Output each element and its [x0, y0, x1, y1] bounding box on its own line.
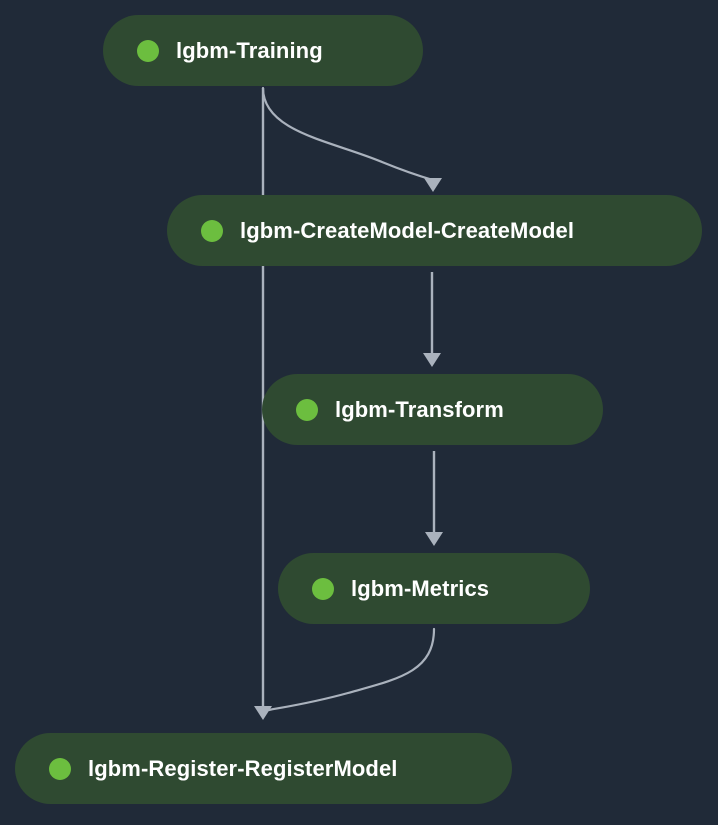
graph-node-label: lgbm-CreateModel-CreateModel: [240, 217, 575, 243]
graph-node-label: lgbm-Training: [176, 37, 323, 63]
arrowhead-register-model: [254, 706, 272, 720]
arrowhead-create-model: [424, 178, 442, 192]
graph-node-metrics[interactable]: lgbm-Metrics: [278, 553, 590, 624]
arrowhead-transform: [423, 353, 441, 367]
graph-node-register-model[interactable]: lgbm-Register-RegisterModel: [15, 733, 512, 804]
graph-node-label: lgbm-Metrics: [351, 575, 490, 601]
status-dot-green-icon: [312, 577, 334, 600]
status-dot-green-icon: [201, 219, 223, 242]
graph-node-label: lgbm-Transform: [335, 396, 504, 422]
graph-node-transform[interactable]: lgbm-Transform: [262, 374, 603, 445]
status-dot-green-icon: [49, 757, 71, 780]
arrowhead-metrics: [425, 532, 443, 546]
graph-node-training[interactable]: lgbm-Training: [103, 15, 423, 86]
status-dot-green-icon: [137, 39, 159, 62]
edge-training-to-create-model: [261, 86, 435, 182]
graph-node-create-model[interactable]: lgbm-CreateModel-CreateModel: [167, 195, 702, 266]
status-dot-green-icon: [296, 398, 318, 421]
edge-metrics-to-register-model: [267, 627, 436, 712]
graph-node-label: lgbm-Register-RegisterModel: [88, 755, 398, 781]
